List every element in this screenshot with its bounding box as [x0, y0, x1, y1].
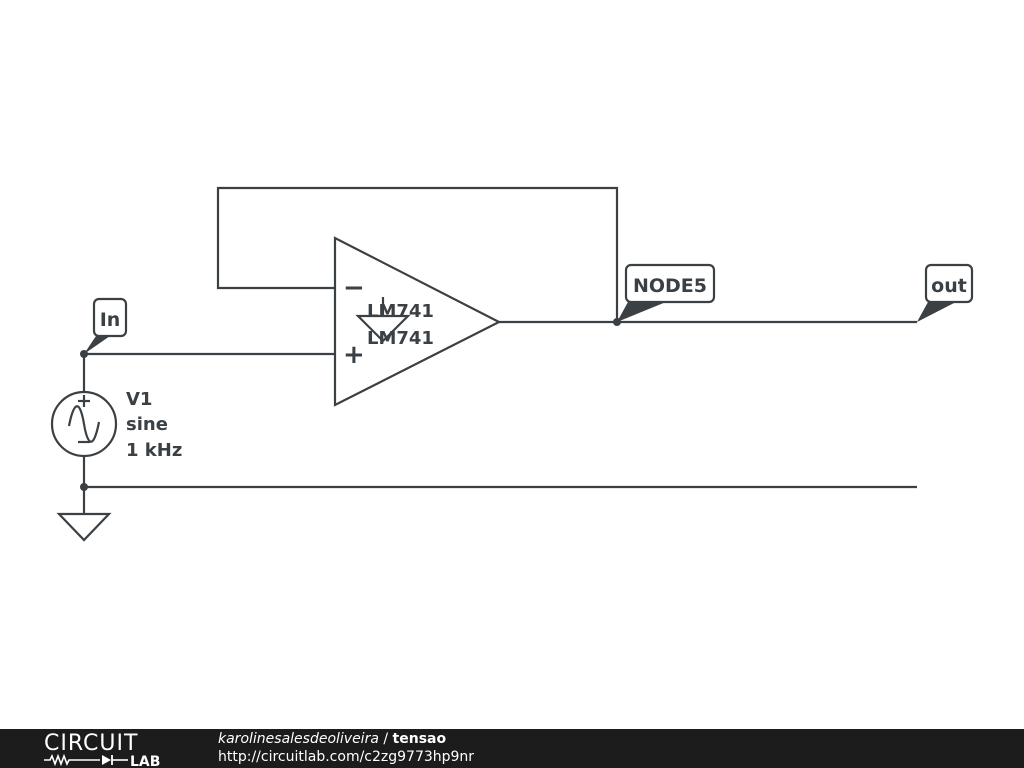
- voltage-source-v1[interactable]: V1 sine 1 kHz: [50, 389, 182, 461]
- circuit-url-link[interactable]: http://circuitlab.com/c2zg9773hp9nr: [218, 749, 475, 765]
- opamp-ground-icon: [355, 314, 411, 343]
- source-circle: [50, 390, 118, 458]
- circuit-schematic: − + LM741 LM741 V1 sine 1 kHz In NODE5: [50, 186, 974, 542]
- logo-resistor-icon: [44, 753, 100, 767]
- source-type-label: sine: [126, 414, 168, 435]
- opamp-triangle: [333, 236, 502, 407]
- node-label-in[interactable]: In: [84, 297, 128, 354]
- label-pointer: [84, 336, 110, 354]
- label-box: [624, 263, 716, 304]
- credit-line: karolinesalesdeoliveira / tensao: [218, 731, 446, 748]
- feedback-wire: [216, 186, 619, 322]
- opamp-model-label-top: LM741: [367, 301, 434, 322]
- source-frequency-label: 1 kHz: [126, 440, 182, 461]
- label-pointer: [917, 302, 956, 322]
- source-name-label: V1: [126, 389, 152, 410]
- ground-icon: [56, 512, 112, 542]
- label-text: In: [100, 309, 121, 331]
- logo-diode-icon: [102, 755, 111, 765]
- label-text: NODE5: [633, 275, 707, 297]
- footer-bar: CIRCUIT LAB karolinesalesdeoliveira / te…: [0, 729, 1024, 768]
- opamp-model-label-bottom: LM741: [367, 328, 434, 349]
- credit-separator: /: [378, 731, 393, 747]
- sine-wave-icon: [67, 405, 101, 443]
- opamp-lm741[interactable]: − + LM741 LM741: [333, 236, 502, 407]
- junction-ground: [80, 483, 88, 491]
- logo-text-top: CIRCUIT: [44, 731, 138, 756]
- label-pointer: [617, 302, 666, 322]
- opamp-minus-sign: −: [343, 273, 365, 303]
- label-box: [92, 297, 128, 338]
- node-label-out[interactable]: out: [917, 263, 974, 322]
- label-box: [924, 263, 974, 304]
- node-label-node5[interactable]: NODE5: [617, 263, 716, 322]
- logo-text-bottom: LAB: [130, 754, 160, 767]
- circuit-title-link[interactable]: tensao: [392, 731, 447, 747]
- opamp-plus-sign: +: [343, 340, 365, 370]
- label-text: out: [931, 275, 967, 297]
- author-link[interactable]: karolinesalesdeoliveira: [218, 731, 379, 747]
- circuitlab-logo[interactable]: CIRCUIT LAB: [44, 730, 176, 767]
